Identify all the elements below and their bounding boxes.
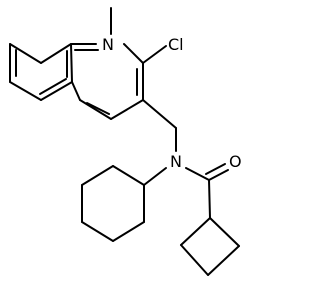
n-cyclohexyl-bond	[143, 167, 167, 186]
cyclohexyl-ring	[81, 165, 145, 242]
pyridine-ring	[71, 43, 144, 120]
chlorine-label: Cl	[168, 35, 184, 54]
chloro-bond	[142, 45, 167, 64]
benzene-ring	[9, 43, 73, 101]
oxygen-label: O	[229, 152, 242, 171]
methylene-bond	[142, 99, 177, 129]
amide-nitrogen-label: N	[170, 152, 182, 171]
n-carbonyl-bond	[185, 167, 210, 181]
carbonyl-bond-1	[208, 169, 229, 181]
carbonyl-bond-2	[205, 163, 226, 175]
molecule-structure: N Cl N O	[9, 7, 242, 276]
ring-nitrogen-label: N	[102, 35, 114, 54]
cyclobutyl-ring	[180, 217, 240, 276]
carbonyl-cyclobutyl-bond	[208, 179, 211, 219]
